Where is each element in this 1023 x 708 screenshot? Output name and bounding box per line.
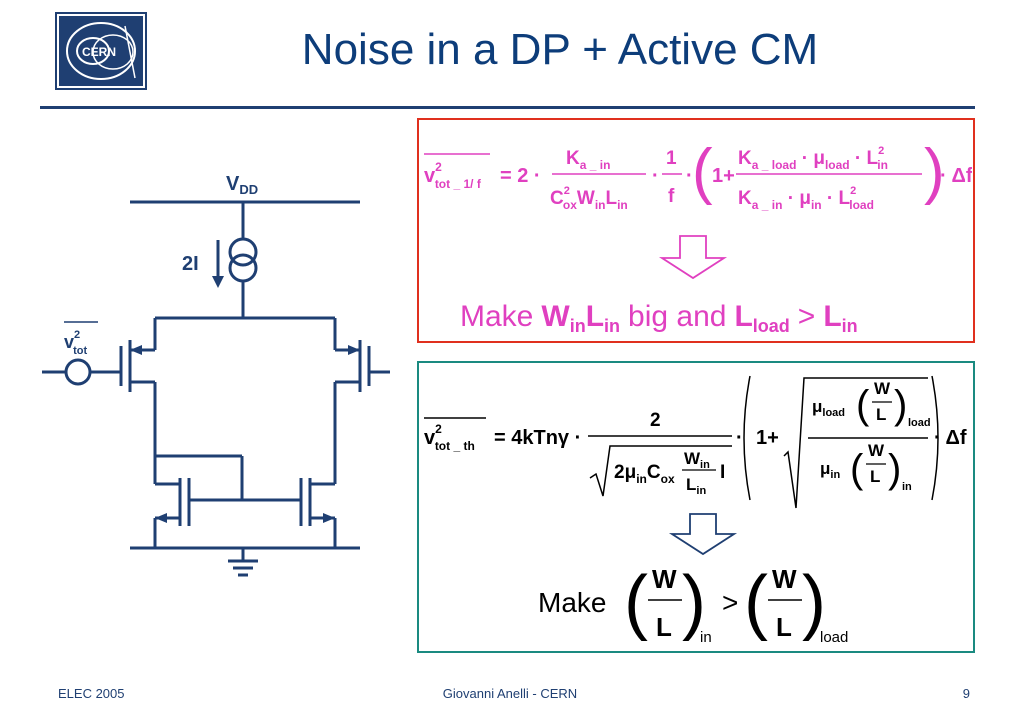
title-divider — [40, 106, 975, 109]
svg-text:2: 2 — [650, 410, 661, 431]
source-subscript: tot — [73, 345, 87, 357]
svg-text:Lin: Lin — [686, 475, 706, 497]
svg-text:(: ( — [850, 447, 864, 491]
circuit-diagram: VDD 2I v2 tot — [42, 173, 390, 577]
supply-subscript: DD — [239, 182, 258, 197]
svg-text:= 2 ·: = 2 · — [500, 165, 541, 187]
flicker-noise-box — [417, 118, 975, 343]
footer-course: ELEC 2005 — [58, 686, 125, 701]
svg-text:1+: 1+ — [756, 427, 779, 449]
svg-text:(: ( — [624, 562, 648, 642]
thermal-noise-box — [417, 361, 975, 653]
source-superscript: 2 — [74, 329, 80, 341]
footer-author: Giovanni Anelli - CERN — [442, 686, 578, 701]
svg-text:μload: μload — [812, 397, 845, 419]
svg-text:): ) — [894, 383, 907, 427]
svg-text:): ) — [924, 137, 945, 206]
svg-text:· Δf: · Δf — [934, 427, 967, 449]
svg-text:1+: 1+ — [712, 165, 735, 187]
svg-text:·: · — [736, 427, 743, 449]
svg-text:load: load — [820, 629, 848, 646]
svg-text:Make: Make — [538, 587, 606, 618]
svg-text:VDD: VDD — [226, 173, 258, 197]
svg-text:f: f — [668, 186, 675, 207]
down-arrow-icon — [668, 513, 738, 556]
svg-text:(: ( — [856, 383, 870, 427]
svg-text:1: 1 — [666, 148, 677, 169]
svg-text:>: > — [722, 587, 738, 618]
footer-page-number: 9 — [962, 686, 970, 701]
svg-text:L: L — [776, 612, 792, 642]
down-arrow-icon — [658, 235, 728, 280]
svg-text:in: in — [700, 629, 712, 646]
thermal-conclusion: Make ( W L ) in > ( W L ) load — [538, 562, 848, 646]
svg-text:W: W — [874, 379, 891, 398]
svg-text:(: ( — [744, 562, 768, 642]
svg-text:·: · — [652, 165, 659, 187]
svg-text:μin: μin — [820, 459, 840, 481]
cern-logo: CERN — [55, 12, 147, 90]
current-label: 2I — [182, 253, 199, 275]
svg-text:W: W — [652, 564, 677, 594]
svg-text:): ) — [802, 562, 826, 642]
svg-text:L: L — [870, 467, 880, 486]
svg-text:Ka _ in: Ka _ in — [566, 148, 610, 172]
page-title: Noise in a DP + Active CM — [301, 25, 819, 74]
svg-text:I: I — [720, 462, 725, 483]
svg-text:L: L — [876, 405, 886, 424]
svg-text:load: load — [908, 417, 931, 429]
svg-text:): ) — [888, 447, 901, 491]
svg-text:(: ( — [692, 137, 713, 206]
svg-text:W: W — [868, 441, 885, 460]
svg-text:in: in — [902, 481, 912, 493]
svg-text:· Δf: · Δf — [940, 165, 972, 187]
svg-text:L: L — [656, 612, 672, 642]
supply-label: V — [226, 173, 240, 195]
logo-text: CERN — [82, 45, 116, 59]
source-label: v — [64, 332, 74, 352]
svg-text:Win: Win — [684, 449, 710, 471]
svg-text:2μinCox: 2μinCox — [614, 462, 675, 486]
svg-text:W: W — [772, 564, 797, 594]
svg-text:): ) — [682, 562, 706, 642]
svg-text:= 4kTnγ ·: = 4kTnγ · — [494, 427, 581, 449]
svg-text:·: · — [686, 165, 693, 187]
